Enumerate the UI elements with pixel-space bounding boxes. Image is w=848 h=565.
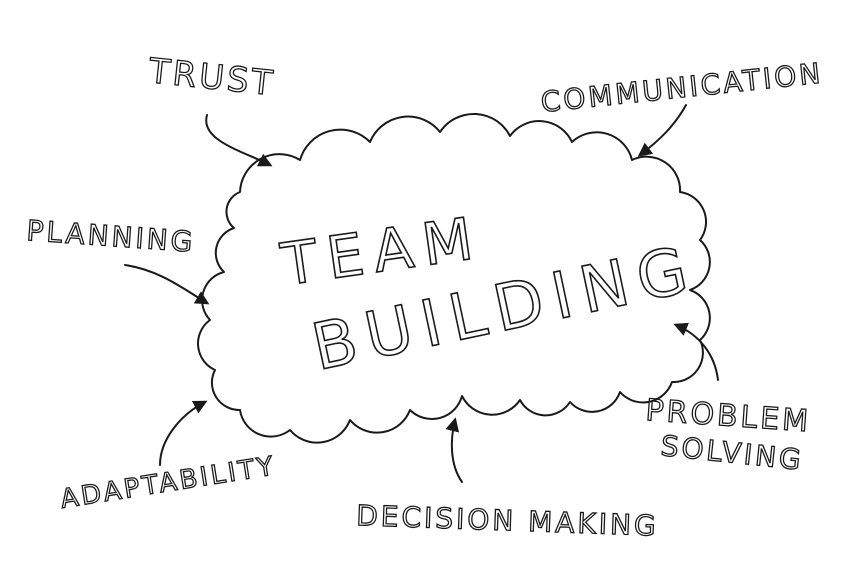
label-planning: PLANNING: [26, 214, 197, 259]
label-decision-making: DECISION MAKING: [356, 499, 660, 543]
label-trust: TRUST: [146, 51, 277, 104]
arrow-communication: [637, 104, 687, 157]
arrow-problem-solving: [673, 322, 719, 381]
label-adaptability: ADAPTABILITY: [58, 451, 278, 515]
arrow-planning: [124, 264, 210, 305]
arrow-decision-making: [445, 417, 463, 483]
label-communication: COMMUNICATION: [539, 57, 824, 119]
arrow-trust: [205, 114, 273, 167]
arrow-adaptability: [159, 400, 208, 466]
cloud-shape: [197, 113, 711, 444]
